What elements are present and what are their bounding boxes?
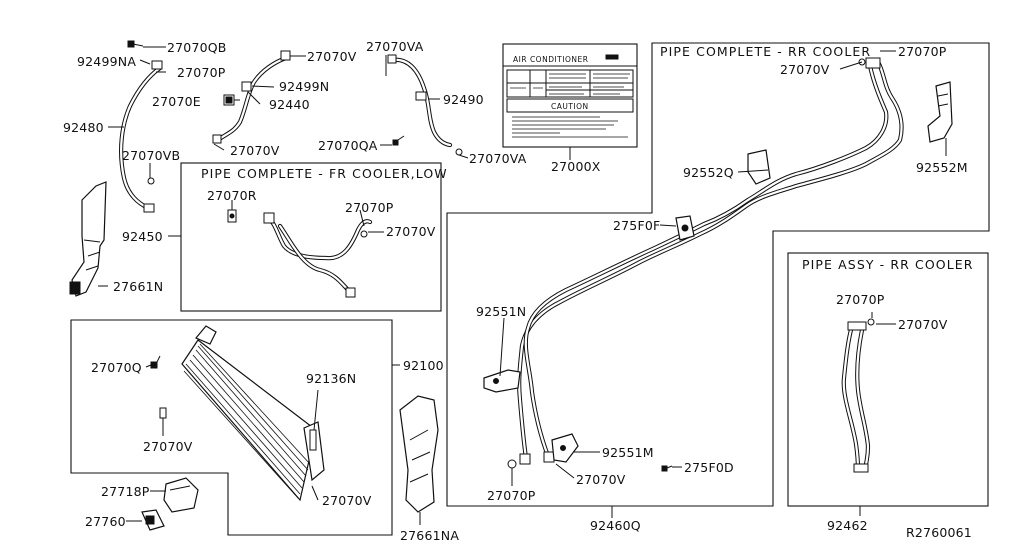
part-27760	[141, 509, 165, 531]
bracket-92551M	[551, 433, 579, 463]
label-92100: 92100	[403, 358, 444, 373]
label-92551N: 92551N	[476, 304, 526, 319]
label-27070V-b: 27070V	[230, 143, 280, 158]
label-27070E: 27070E	[152, 94, 201, 109]
hose-92440	[212, 50, 291, 144]
fastener-27070Q-bolt	[150, 355, 161, 369]
label-27070P-a: 27070P	[177, 65, 226, 80]
label-27070V-h: 27070V	[898, 317, 948, 332]
label-27070P-c: 27070P	[898, 44, 947, 59]
rr-cooler-assy-title: PIPE ASSY - RR COOLER	[802, 257, 974, 272]
label-27070V-e: 27070V	[322, 493, 372, 508]
pipe-rr-cooler-complete	[517, 57, 904, 465]
label-92499NA: 92499NA	[77, 54, 136, 69]
label-92490: 92490	[443, 92, 484, 107]
label-27070QA: 27070QA	[318, 138, 378, 153]
label-27661N: 27661N	[113, 279, 163, 294]
rr-cooler-complete-title: PIPE COMPLETE - RR COOLER	[660, 44, 871, 59]
label-27070VA-b: 27070VA	[469, 151, 527, 166]
label-92552M: 92552M	[916, 160, 968, 175]
rr-cooler-complete-box	[446, 42, 990, 507]
pipe-fr-cooler-low	[227, 209, 373, 298]
label-27070V-c: 27070V	[386, 224, 436, 239]
hose-92480	[119, 60, 163, 213]
bracket-27661N	[69, 181, 107, 297]
condenser-box	[70, 319, 393, 536]
label-92136N: 92136N	[306, 371, 356, 386]
label-27070V-d: 27070V	[143, 439, 193, 454]
fastener-27070E-clip	[223, 94, 235, 106]
bracket-27661NA	[399, 395, 439, 513]
label-27070R: 27070R	[207, 188, 257, 203]
label-27661NA: 27661NA	[400, 528, 459, 543]
ac-label-caution: CAUTION	[551, 102, 589, 111]
fr-cooler-low-title: PIPE COMPLETE - FR COOLER,LOW	[201, 166, 448, 181]
part-number-labels: 27070QB 92499NA 27070P 27070V 92499N 270…	[63, 39, 968, 543]
clip-27070V-condenser	[159, 407, 167, 419]
fr-cooler-low-box	[180, 162, 442, 312]
label-27070V-a: 27070V	[307, 49, 357, 64]
label-92552Q: 92552Q	[683, 165, 734, 180]
clip-275F0F	[675, 215, 695, 241]
label-27070V-g: 27070V	[576, 472, 626, 487]
label-275F0D: 275F0D	[684, 460, 734, 475]
label-27718P: 27718P	[101, 484, 150, 499]
label-27070QB: 27070QB	[167, 40, 227, 55]
label-92551M: 92551M	[602, 445, 654, 460]
bracket-92552M	[927, 81, 953, 143]
label-92499N: 92499N	[279, 79, 329, 94]
bracket-92552Q	[747, 149, 771, 185]
label-27070Q: 27070Q	[91, 360, 142, 375]
label-27070P-e: 27070P	[836, 292, 885, 307]
oring-27070P-rr	[507, 459, 517, 469]
ac-label-title: AIR CONDITIONER	[513, 55, 588, 64]
fastener-27070QA-bolt	[392, 135, 405, 146]
bracket-92551N	[483, 369, 521, 393]
diagram-id: R2760061	[906, 525, 972, 540]
bolt-275F0D	[661, 465, 673, 472]
fastener-27070QB-bolt	[127, 40, 144, 48]
label-27070P-d: 27070P	[487, 488, 536, 503]
pipe-rr-cooler-assy	[841, 318, 875, 473]
part-27718P	[163, 477, 199, 513]
label-92440: 92440	[269, 97, 310, 112]
label-92480: 92480	[63, 120, 104, 135]
label-92450: 92450	[122, 229, 163, 244]
label-27760: 27760	[85, 514, 126, 529]
label-275F0F: 275F0F	[613, 218, 660, 233]
leader-lines	[98, 46, 947, 525]
ac-label-sticker: AIR CONDITIONER CAUTION	[502, 43, 638, 148]
label-27070P-b: 27070P	[345, 200, 394, 215]
label-27070VA-a: 27070VA	[366, 39, 424, 54]
label-92460Q: 92460Q	[590, 518, 641, 533]
hose-92490	[387, 54, 453, 148]
label-92462: 92462	[827, 518, 868, 533]
label-27070V-f: 27070V	[780, 62, 830, 77]
rr-cooler-assy-box	[787, 252, 989, 507]
label-27000X: 27000X	[551, 159, 601, 174]
condenser	[150, 325, 325, 502]
frame-boxes	[70, 42, 990, 536]
label-27070VB: 27070VB	[122, 148, 180, 163]
